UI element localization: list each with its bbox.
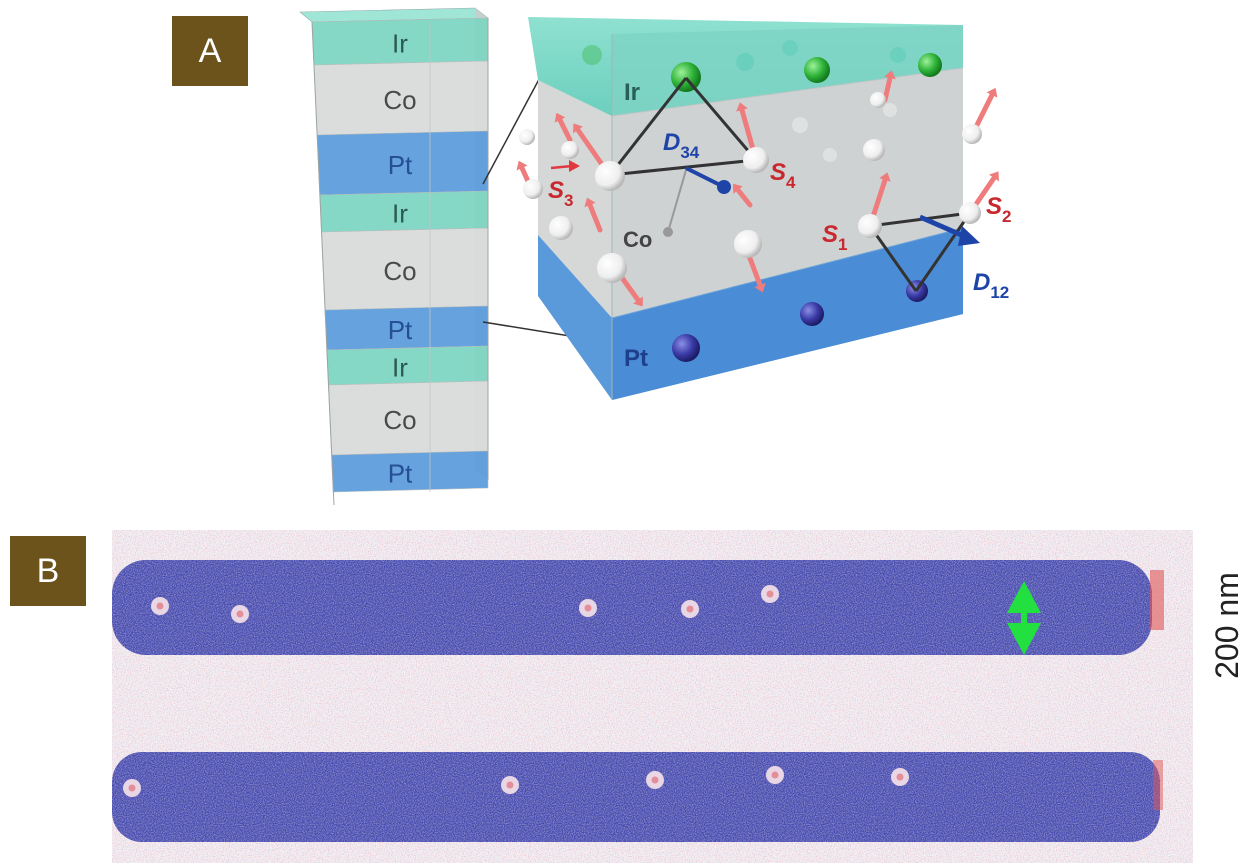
co-atom [863, 139, 885, 161]
stack-layer-ir: Ir [319, 190, 489, 233]
co-atom [858, 214, 882, 238]
s3-side-arrow [550, 160, 580, 172]
spin-label-s1: S1 [822, 221, 847, 254]
spin-label-s3: S3 [548, 177, 573, 210]
defect-core [236, 610, 244, 618]
defect-core [771, 771, 779, 779]
co-atom [959, 202, 981, 224]
defect-core [128, 784, 136, 792]
ir-atom [804, 57, 830, 83]
stack-layer-co: Co [328, 380, 489, 456]
stack-layer-ir: Ir [311, 17, 489, 66]
stack-layer-label: Ir [392, 199, 408, 229]
stack-layer-pt: Pt [324, 305, 489, 351]
pt-atom [672, 334, 700, 362]
defect-core [506, 781, 514, 789]
domain-defects [123, 585, 909, 797]
dm-label-d12: D12 [973, 269, 1009, 302]
stack-layer-label: Ir [392, 353, 408, 383]
spin-label-s4: S4 [770, 159, 796, 192]
zoomed-trilayer: Ir Co Pt S3 S4 S1 S2 D34 D12 [516, 17, 1011, 400]
zoom-connector-bottom [482, 321, 571, 337]
scale-bar-label: 200 nm [1208, 571, 1245, 679]
co-atom [595, 161, 625, 191]
spin-arrow [584, 197, 603, 233]
zoom-label-ir: Ir [624, 79, 640, 106]
pt-atom [800, 302, 824, 326]
stack-layer-co: Co [313, 60, 489, 136]
co-atom [597, 253, 627, 283]
co-atom [561, 141, 579, 159]
co-atom [734, 230, 762, 258]
co-atoms [519, 92, 982, 283]
stack-layer-label: Pt [388, 315, 413, 345]
stack-layer-co: Co [321, 227, 489, 311]
stack-layer-label: Co [383, 85, 416, 115]
spin-arrow [554, 112, 573, 143]
dm-label-d34: D34 [663, 129, 700, 162]
co-atom [523, 179, 543, 199]
stack-layer-label: Co [383, 256, 416, 286]
co-atom [743, 147, 769, 173]
defect-core [156, 602, 164, 610]
defect-core [584, 604, 592, 612]
defect-core [686, 605, 694, 613]
background-atoms [582, 40, 906, 162]
panel-label-a: A [172, 16, 248, 86]
spin-arrow [882, 70, 896, 103]
defect-core [896, 773, 904, 781]
ir-atom [671, 62, 701, 92]
dm-vector-d34 [685, 166, 731, 194]
stack-layer-label: Pt [388, 150, 413, 180]
co-atom [870, 92, 886, 108]
defect-core [766, 590, 774, 598]
spin-arrow [733, 183, 753, 208]
stack-layer-label: Ir [392, 29, 408, 59]
stripe-domain-bottom [112, 752, 1160, 842]
stack-layer-label: Pt [388, 459, 413, 489]
dm-triangle-upper [608, 77, 758, 177]
ir-atom [918, 53, 942, 77]
domain-image [112, 530, 1193, 863]
stripe-domain-top [112, 560, 1152, 655]
zoom-label-co: Co [623, 227, 652, 252]
co-atom [962, 124, 982, 144]
co-atom [549, 216, 573, 240]
panel-label-b: B [10, 536, 86, 606]
stack-layer-ir: Ir [326, 345, 489, 386]
defect-core [651, 776, 659, 784]
dm-vector-d12 [919, 214, 980, 246]
stack-layer-label: Co [383, 405, 416, 435]
zoom-label-pt: Pt [624, 345, 648, 372]
stack-layer-pt: Pt [316, 130, 489, 196]
spin-label-s2: S2 [986, 193, 1011, 226]
scale-arrow-icon [1007, 581, 1041, 655]
stack-layer-pt: Pt [331, 450, 489, 493]
co-atom [519, 129, 535, 145]
